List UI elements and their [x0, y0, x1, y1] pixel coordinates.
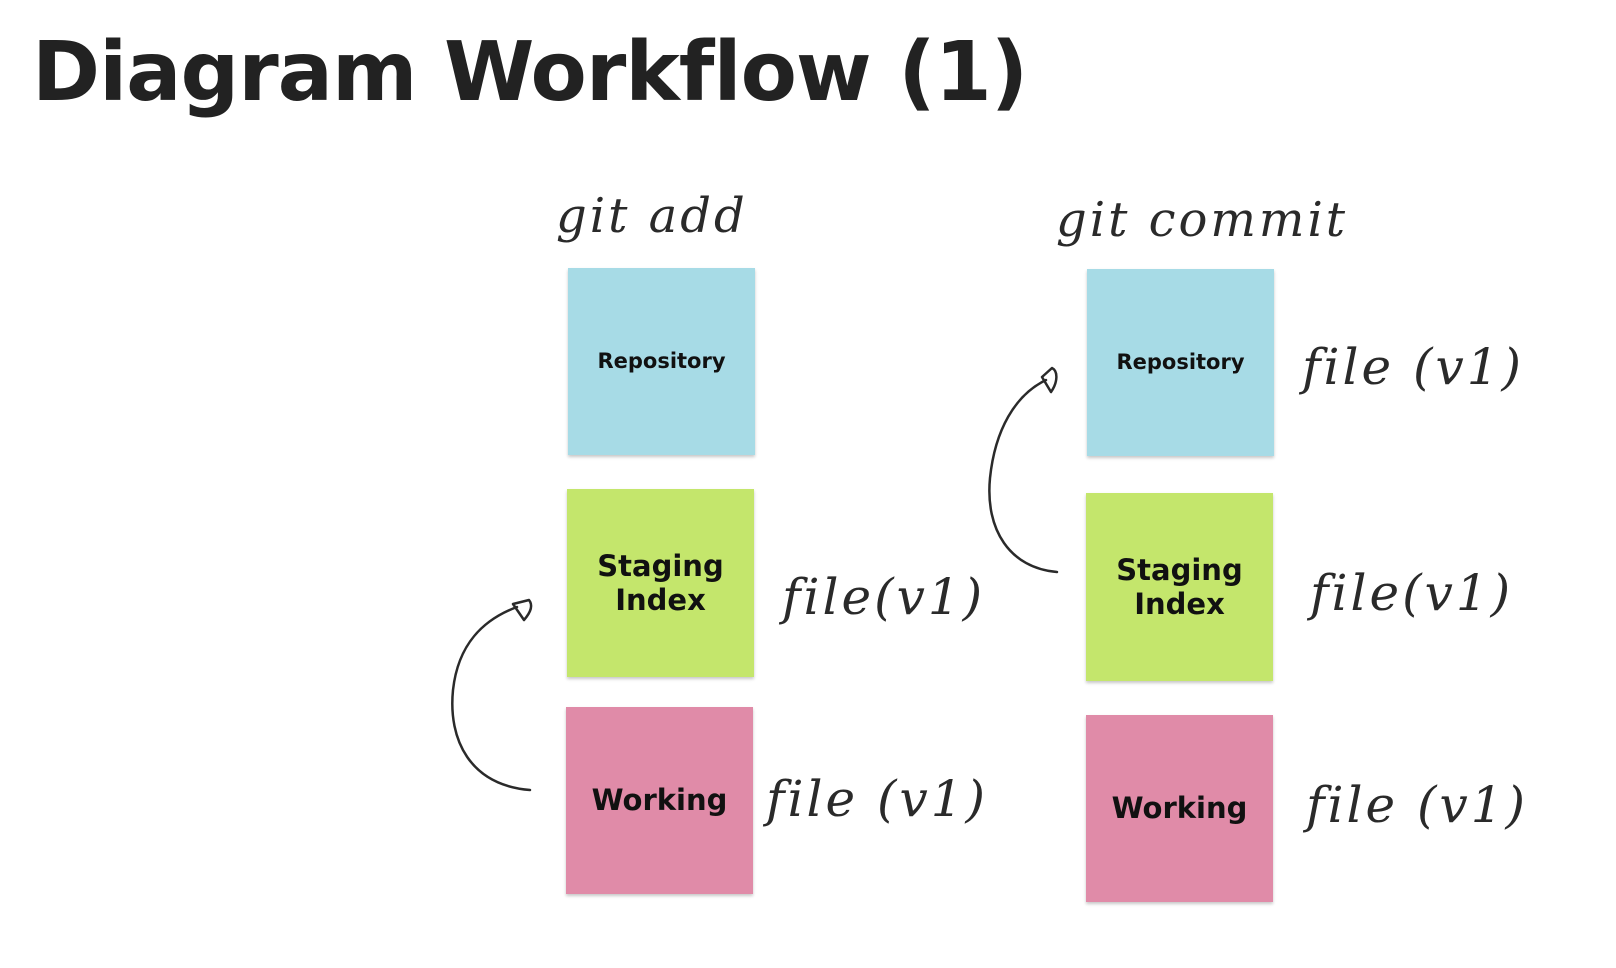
repository-label: Repository: [597, 349, 726, 374]
staging-index-note: Staging Index: [1086, 493, 1273, 681]
staging-index-label: Staging Index: [597, 548, 724, 617]
git-commit-arrow: [988, 378, 1059, 574]
repository-note: Repository: [1087, 269, 1274, 456]
repository-note: Repository: [568, 268, 755, 455]
working-file-annotation: file (v1): [766, 770, 989, 828]
staging-index-note: Staging Index: [567, 489, 754, 677]
git-add-arrow: [451, 605, 532, 792]
column-label-git-commit: git commit: [1056, 192, 1349, 248]
slide-title: Diagram Workflow (1): [32, 25, 1028, 120]
staging-file-annotation: file(v1): [1310, 564, 1514, 622]
repository-file-annotation: file (v1): [1302, 338, 1525, 396]
working-note: Working: [566, 707, 753, 894]
staging-file-annotation: file(v1): [782, 568, 986, 626]
staging-index-label: Staging Index: [1116, 552, 1243, 621]
git-add-arrowhead: [511, 598, 533, 622]
git-commit-arrowhead: [1040, 366, 1058, 394]
working-label: Working: [591, 783, 728, 818]
working-label: Working: [1111, 791, 1248, 826]
working-file-annotation: file (v1): [1306, 776, 1529, 834]
working-note: Working: [1086, 715, 1273, 902]
repository-label: Repository: [1116, 350, 1245, 375]
column-label-git-add: git add: [556, 188, 748, 244]
